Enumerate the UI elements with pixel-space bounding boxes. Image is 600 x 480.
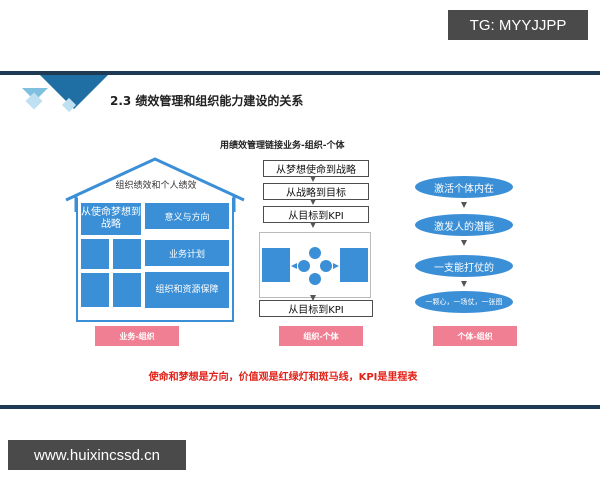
caption-individual-org: 个体-组织: [433, 326, 517, 346]
house-body: [76, 198, 234, 322]
house-roof-label: 组织绩效和个人绩效: [115, 181, 197, 191]
watermark-top: TG: MYYJJPP: [448, 10, 588, 40]
arrow-down-icon: [310, 176, 316, 182]
house-cell-team: [81, 273, 109, 307]
slide-top-border: [0, 71, 600, 75]
arrow-down-icon: [461, 202, 467, 208]
house-cell-key-measures: [113, 239, 141, 269]
house-cell-meaning: 意义与方向: [145, 203, 229, 229]
cycle-icon: [291, 247, 339, 285]
right-step-1: 激活个体内在: [415, 176, 513, 198]
arrow-down-icon: [461, 281, 467, 287]
corner-decoration: [22, 75, 108, 113]
caption-org-individual: 组织-个体: [279, 326, 363, 346]
house-cell-kpi-small: [113, 273, 141, 307]
slide-title: 2.3 绩效管理和组织能力建设的关系: [110, 94, 304, 108]
middle-step-3: 从目标到KPI: [263, 206, 369, 223]
right-bottom: 一颗心，一场仗，一张图: [415, 291, 513, 313]
watermark-bottom: www.huixincssd.cn: [8, 440, 186, 470]
slide-subtitle: 用绩效管理链接业务-组织-个体: [220, 141, 345, 151]
house-cell-plan: 业务计划: [145, 240, 229, 266]
arrow-down-icon: [310, 295, 316, 301]
middle-step-2: 从战略到目标: [263, 183, 369, 200]
caption-business-org: 业务-组织: [95, 326, 179, 346]
house-cell-resources: 组织和资源保障: [145, 272, 229, 308]
slide-bottom-border: [0, 405, 600, 409]
slide-footer-statement: 使命和梦想是方向，价值观是红绿灯和斑马线，KPI是里程表: [148, 372, 418, 383]
house-cell-mission: 从使命梦想到战略: [81, 203, 141, 235]
middle-step-1: 从梦想使命到战略: [263, 160, 369, 177]
right-step-2: 激发人的潜能: [415, 214, 513, 236]
arrow-down-icon: [310, 199, 316, 205]
middle-bottom-step: 从目标到KPI: [259, 300, 373, 317]
middle-right-box: [340, 248, 368, 282]
arrow-down-icon: [310, 222, 316, 228]
right-step-3: 一支能打仗的: [415, 255, 513, 277]
middle-left-box: [262, 248, 290, 282]
arrow-down-icon: [461, 240, 467, 246]
house-cell-key-factors: [81, 239, 109, 269]
